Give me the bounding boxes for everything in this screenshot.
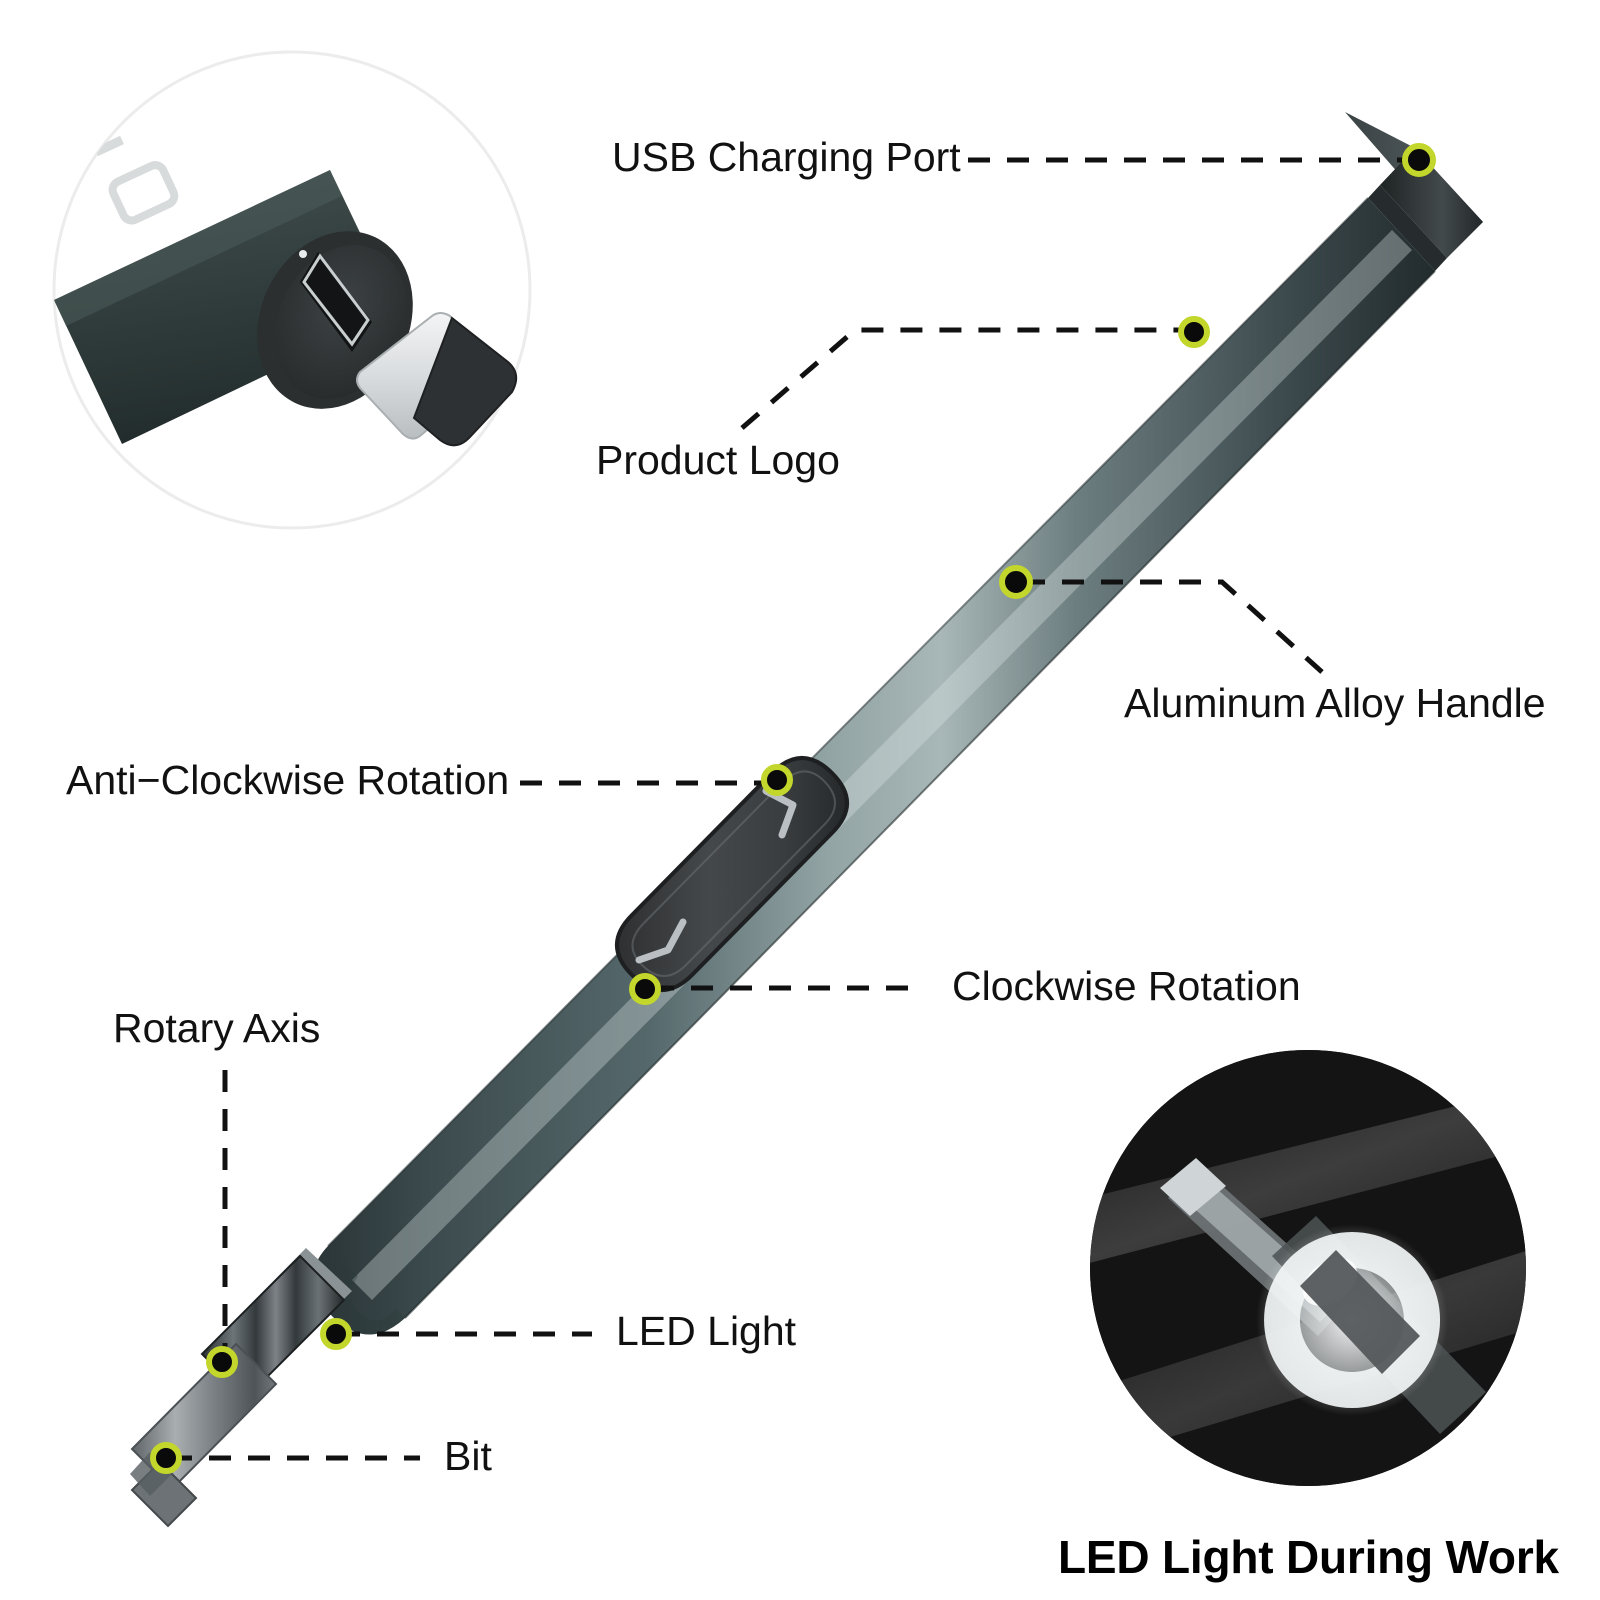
label-bit: Bit	[444, 1433, 492, 1479]
label-anti-clockwise-rotation: Anti−Clockwise Rotation	[66, 757, 510, 803]
callout-markers	[150, 143, 1436, 1474]
label-rotary-axis: Rotary Axis	[113, 1005, 321, 1051]
marker-clockwise-rotation	[629, 973, 661, 1005]
leader-lines	[170, 157, 1410, 1461]
screwdriver-pen-body	[130, 112, 1483, 1528]
marker-aluminum-alloy-handle	[999, 565, 1033, 599]
label-usb-charging-port: USB Charging Port	[612, 134, 961, 180]
label-led-light: LED Light	[616, 1308, 797, 1354]
led-inset	[1090, 1050, 1526, 1486]
label-aluminum-alloy-handle: Aluminum Alloy Handle	[1124, 680, 1546, 726]
marker-led-light	[320, 1318, 352, 1350]
usb-port-inset	[52, 50, 532, 530]
marker-rotary-axis	[206, 1346, 238, 1378]
leader-product-logo	[740, 327, 1188, 430]
marker-bit	[150, 1442, 182, 1474]
driver-tip-assembly	[130, 1248, 352, 1528]
leader-aluminum-alloy-handle	[1023, 579, 1324, 674]
marker-product-logo	[1178, 316, 1210, 348]
chevron-down-icon	[635, 918, 687, 964]
marker-usb-charging-port	[1402, 143, 1436, 177]
usb-c-socket	[299, 250, 372, 352]
label-product-logo: Product Logo	[596, 437, 840, 483]
led-inset-caption: LED Light During Work	[1058, 1531, 1559, 1583]
product-logo-mark	[94, 135, 179, 225]
aluminum-barrel	[312, 197, 1436, 1335]
usb-c-plug	[356, 312, 518, 447]
marker-anti-clockwise-rotation	[761, 764, 793, 796]
label-clockwise-rotation: Clockwise Rotation	[952, 963, 1301, 1009]
